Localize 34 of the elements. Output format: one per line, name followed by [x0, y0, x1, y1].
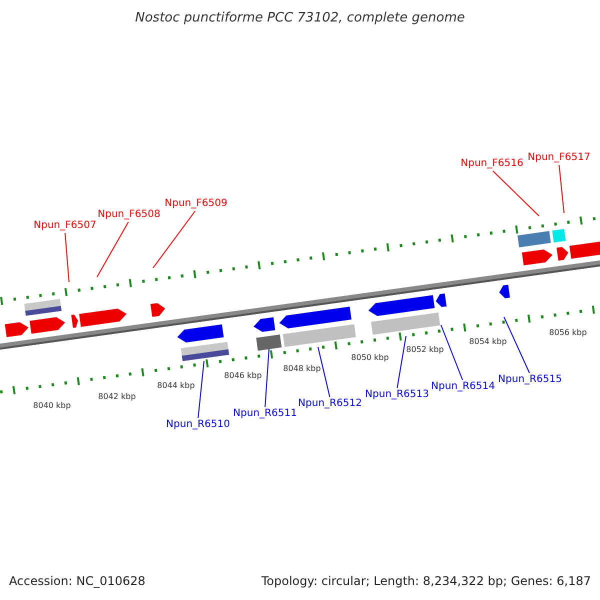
axis-tick-label: 8056 kbp — [549, 329, 587, 337]
axis-tick-label: 8050 kbp — [351, 354, 389, 362]
gene-label: Npun_R6513 — [365, 390, 429, 400]
gene-label: Npun_R6510 — [166, 420, 230, 430]
axis-tick-label: 8048 kbp — [283, 365, 321, 373]
gene-label: Npun_R6515 — [498, 375, 562, 385]
axis-tick-label: 8040 kbp — [33, 402, 71, 410]
chart-title: Nostoc punctiforme PCC 73102, complete genome — [135, 12, 465, 24]
leader-line — [64, 232, 70, 282]
axis-tick-label: 8046 kbp — [224, 372, 262, 380]
leader-line — [440, 324, 464, 380]
gene-label: Npun_F6517 — [528, 153, 590, 163]
genome-summary-text: Topology: circular; Length: 8,234,322 bp; Genes: 6,187 — [261, 575, 591, 587]
axis-tick-label: 8054 kbp — [469, 338, 507, 346]
gene-label: Npun_F6516 — [460, 159, 524, 169]
leader-line — [198, 360, 204, 418]
gene-label: Npun_R6512 — [298, 399, 362, 409]
leader-line — [96, 222, 129, 278]
gene-label: Npun_F6508 — [98, 210, 160, 220]
gene-label: Npun_F6509 — [164, 199, 228, 209]
accession-text: Accession: NC_010628 — [9, 575, 146, 587]
gene-label: Npun_F6507 — [34, 221, 96, 231]
leader-line — [558, 164, 564, 214]
leader-line — [152, 210, 196, 268]
axis-tick-label: 8052 kbp — [406, 346, 444, 354]
gene-label: Npun_R6514 — [431, 382, 495, 392]
axis-tick-label: 8042 kbp — [98, 393, 136, 401]
leader-line — [318, 346, 330, 398]
leader-line — [492, 170, 540, 216]
gene-label: Npun_R6511 — [233, 409, 297, 419]
leader-line — [504, 316, 530, 374]
leader-line — [264, 348, 270, 408]
leader-line — [396, 336, 406, 388]
axis-tick-label: 8044 kbp — [157, 382, 195, 390]
